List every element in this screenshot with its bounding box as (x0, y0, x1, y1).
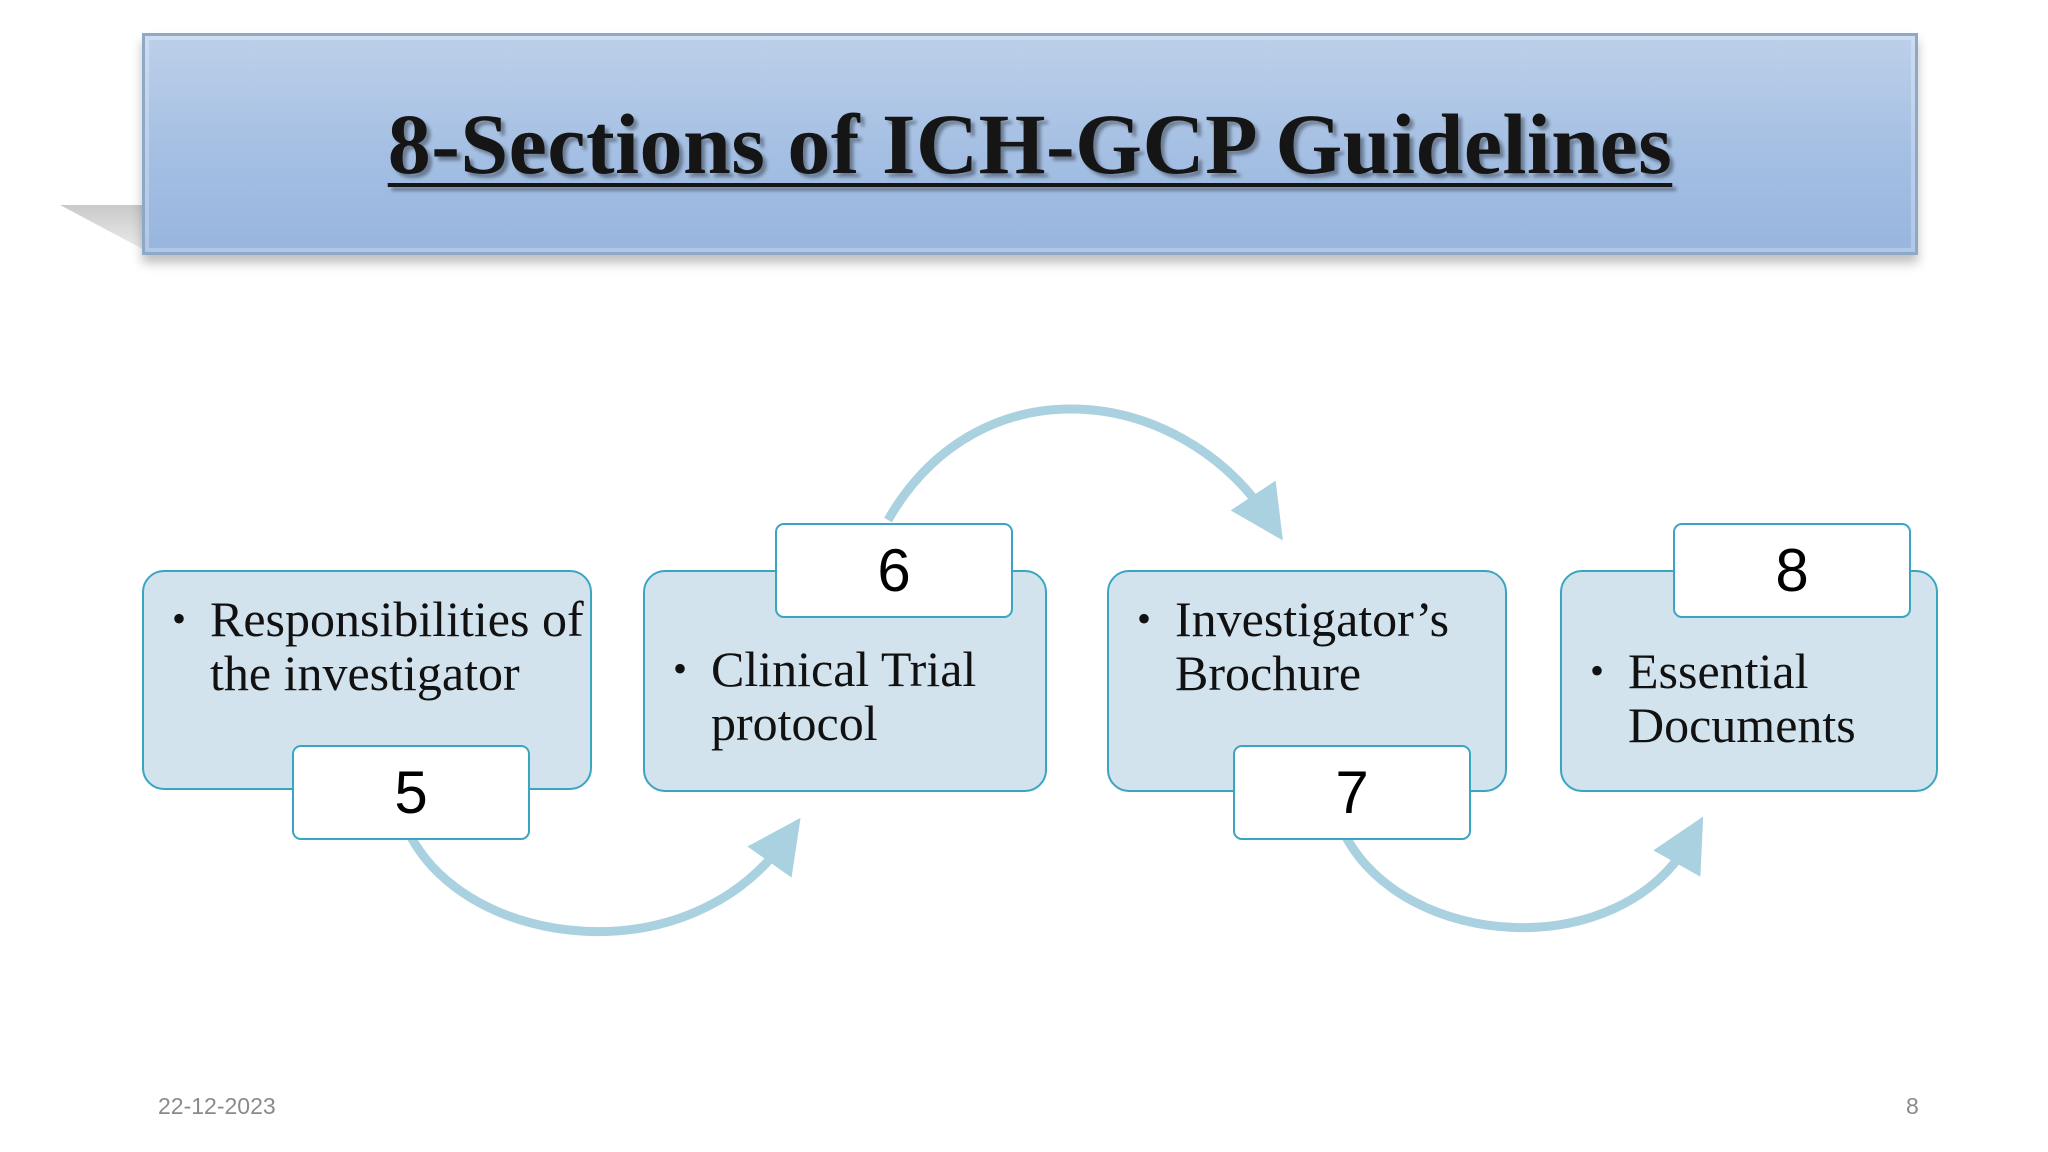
arrow-5-to-6 (406, 817, 801, 937)
section-7-text: • Investigator’s Brochure (1135, 591, 1505, 701)
title-banner: 8-Sections of ICH-GCP Guidelines (142, 33, 1918, 255)
section-6-number: 6 (775, 523, 1013, 618)
bullet-icon: • (1590, 648, 1605, 693)
section-5-text: • Responsibilities of the investigator (170, 592, 590, 700)
section-5-number: 5 (292, 745, 530, 840)
section-6-text: • Clinical Trial protocol (671, 641, 1045, 751)
section-5-label: Responsibilities of the investigator (210, 591, 584, 701)
section-6-label: Clinical Trial protocol (711, 641, 977, 751)
section-8-label: Essential Documents (1628, 643, 1856, 753)
section-7-number: 7 (1233, 745, 1471, 840)
arrow-6-to-7 (884, 404, 1283, 541)
arrow-7-to-8 (1341, 816, 1704, 933)
bullet-icon: • (172, 596, 187, 641)
section-8-text: • Essential Documents (1588, 643, 1936, 753)
section-8-number: 8 (1673, 523, 1911, 618)
bullet-icon: • (1137, 596, 1152, 641)
slide-title: 8-Sections of ICH-GCP Guidelines (387, 96, 1673, 192)
footer-date: 22-12-2023 (158, 1093, 276, 1119)
section-7-label: Investigator’s Brochure (1175, 591, 1450, 701)
bullet-icon: • (673, 646, 688, 691)
footer-slide-number: 8 (1906, 1093, 1919, 1119)
